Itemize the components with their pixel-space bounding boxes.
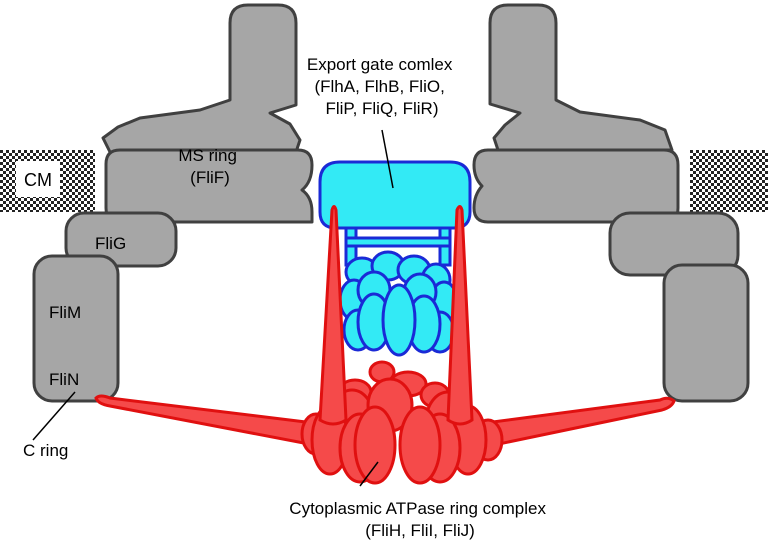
atpase-complex <box>94 360 676 485</box>
export-gate-body <box>318 160 472 230</box>
pointer-lines <box>32 129 394 487</box>
ms-ring-label: MS ring (FliF) <box>178 146 241 187</box>
ms-ring-right <box>472 3 750 403</box>
flha-ring <box>338 250 460 357</box>
flig-label: FliG <box>95 234 126 253</box>
ms-ring-label-line: (FliF) <box>190 168 230 187</box>
atpase-label-line: (FliH, FliI, FliJ) <box>365 521 475 540</box>
ms-ring-right-upper <box>488 3 674 152</box>
atpase-stalk-left <box>318 205 348 426</box>
export-apparatus <box>318 160 472 357</box>
atpase-spoke-left <box>94 394 332 450</box>
atpase-subunit <box>398 405 442 485</box>
atpase-stalk-right <box>446 205 474 426</box>
atpase-pointer <box>359 461 379 487</box>
export-gate-pointer <box>381 129 394 189</box>
cytoplasmic-membrane: CM <box>0 150 768 212</box>
export-gate-label-line: (FlhA, FlhB, FliO, <box>314 77 444 96</box>
membrane-right <box>690 150 768 212</box>
flig-block <box>64 211 178 268</box>
labels: MS ring (FliF) Export gate comlex (FlhA,… <box>23 55 550 540</box>
right-lower-block <box>662 263 750 403</box>
atpase-label-line: Cytoplasmic ATPase ring complex <box>289 499 546 518</box>
atpase-stalks <box>318 205 474 426</box>
export-gate-label: Export gate comlex (FlhA, FlhB, FliO, Fl… <box>307 55 457 118</box>
ms-ring-left-upper <box>101 3 302 154</box>
flin-label: FliN <box>49 370 79 389</box>
ms-ring-label-line: MS ring <box>178 146 237 165</box>
export-gate-bar <box>344 236 452 248</box>
flim-label: FliM <box>49 303 81 322</box>
ms-ring-right-lower <box>472 148 680 224</box>
cm-label-box <box>16 161 60 197</box>
flha-subunit <box>381 283 417 357</box>
c-ring-label: C ring <box>23 441 68 460</box>
ms-ring-left <box>32 3 314 403</box>
cm-label: CM <box>24 170 52 190</box>
ms-ring-left-lower <box>104 148 314 224</box>
atpase-label: Cytoplasmic ATPase ring complex (FliH, F… <box>289 499 550 540</box>
atpase-subunit <box>353 405 397 485</box>
export-gate-label-line: Export gate comlex <box>307 55 453 74</box>
flim-flin-block <box>32 254 120 403</box>
c-ring-pointer <box>32 391 76 441</box>
export-gate-label-line: FliP, FliQ, FliR) <box>325 99 438 118</box>
